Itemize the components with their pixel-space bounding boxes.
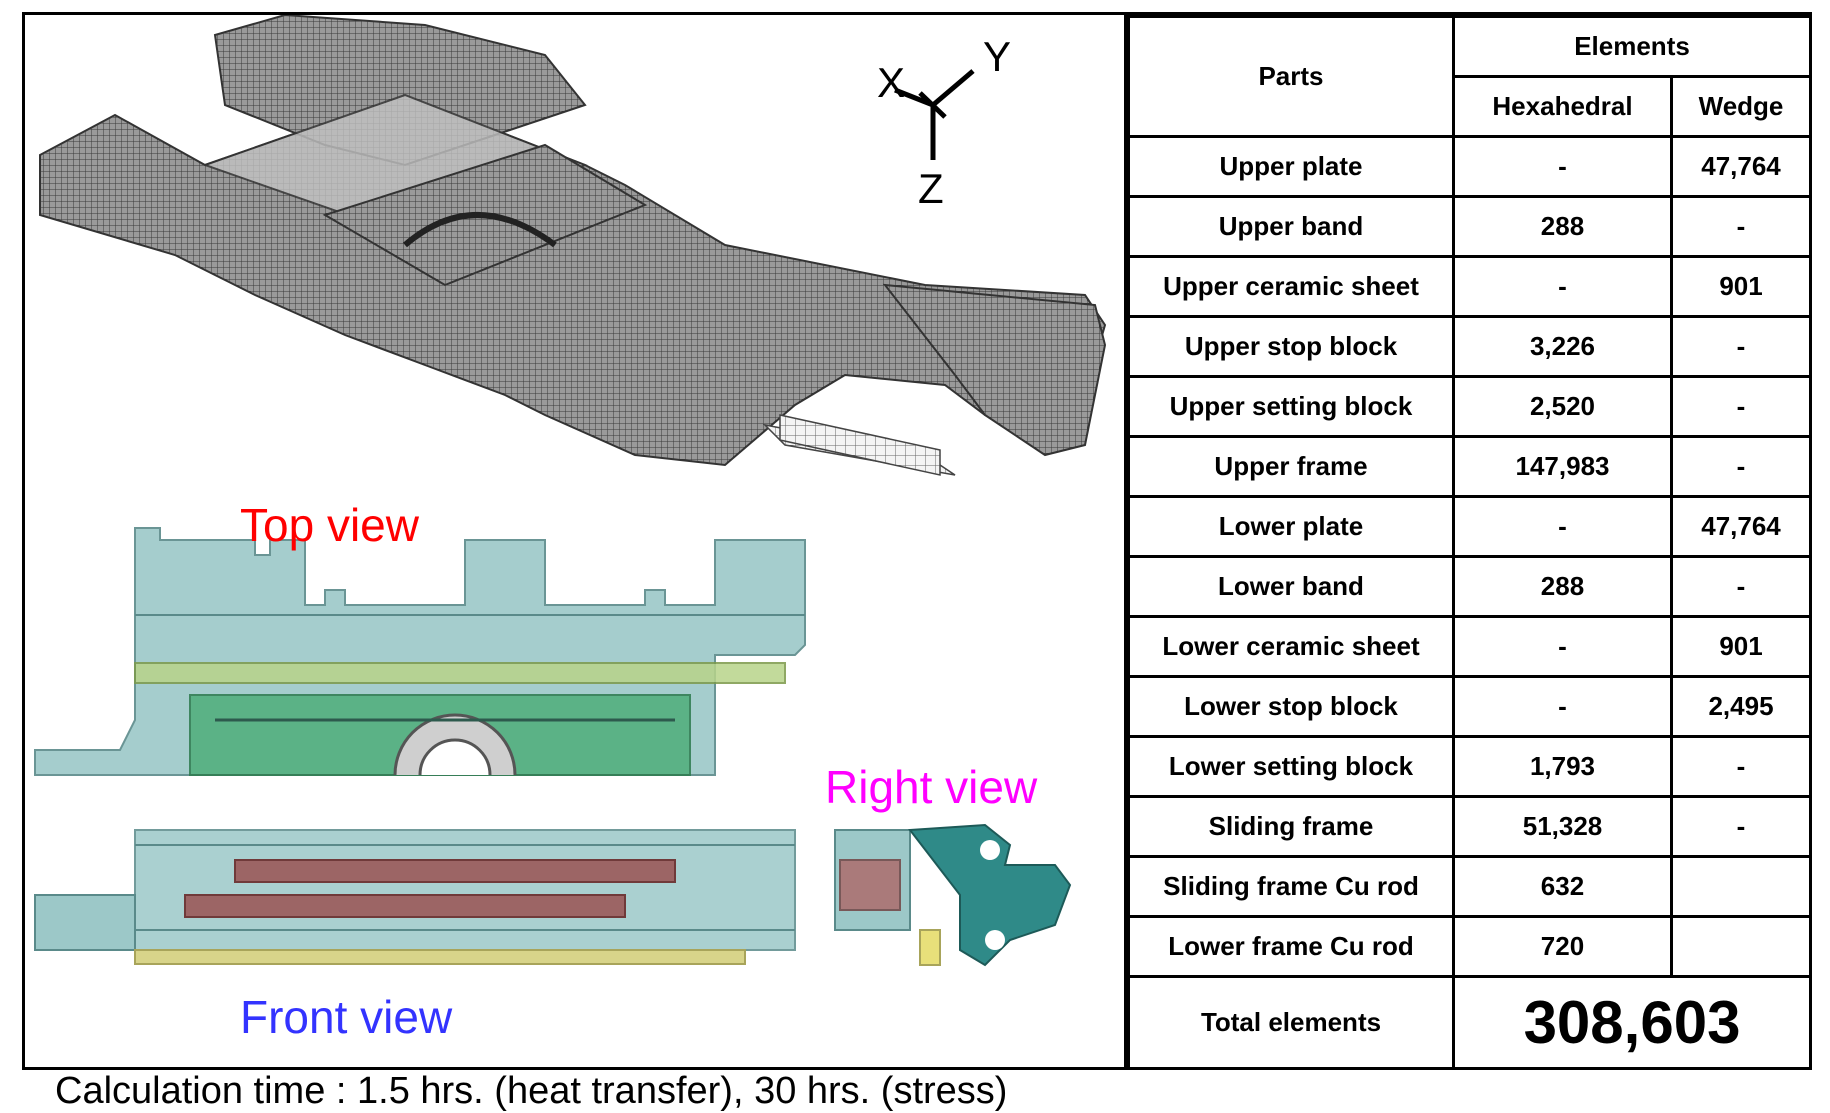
axis-x-label: X xyxy=(877,59,905,106)
header-hexahedral: Hexahedral xyxy=(1452,75,1673,138)
table-subheader-row: Hexahedral Wedge xyxy=(1129,75,1813,138)
part-name: Lower plate xyxy=(1127,495,1455,558)
table-row: Lower plate-47,764 xyxy=(1127,495,1813,558)
total-value: 308,603 xyxy=(1451,975,1813,1070)
wedge-count: - xyxy=(1669,375,1813,438)
wedge-count: 2,495 xyxy=(1669,675,1813,738)
model-views-panel: X Y Z xyxy=(25,15,1127,1067)
fe-mesh-model xyxy=(39,15,1107,476)
part-name: Lower frame Cu rod xyxy=(1127,915,1455,978)
hexa-count: 288 xyxy=(1452,555,1673,618)
wedge-count: 901 xyxy=(1669,615,1813,678)
part-name: Upper ceramic sheet xyxy=(1127,255,1455,318)
hexa-count: 1,793 xyxy=(1452,735,1673,798)
hexa-count: - xyxy=(1452,675,1673,738)
wedge-count: - xyxy=(1669,195,1813,258)
hexa-count: 288 xyxy=(1452,195,1673,258)
wedge-count xyxy=(1669,915,1813,978)
hexa-count: 720 xyxy=(1452,915,1673,978)
wedge-count: - xyxy=(1669,735,1813,798)
table-row: Lower ceramic sheet-901 xyxy=(1127,615,1813,678)
front-view-label: Front view xyxy=(240,991,453,1043)
elements-table-wrap: Parts Elements Hexahedral Wedge Upper pl… xyxy=(1127,15,1813,1070)
hexa-count: 632 xyxy=(1452,855,1673,918)
table-row: Upper ceramic sheet-901 xyxy=(1127,255,1813,318)
wedge-count xyxy=(1669,855,1813,918)
hexa-count: - xyxy=(1452,495,1673,558)
hexa-count: 2,520 xyxy=(1452,375,1673,438)
part-name: Sliding frame Cu rod xyxy=(1127,855,1455,918)
wedge-count: 47,764 xyxy=(1669,495,1813,558)
right-view-label: Right view xyxy=(825,761,1038,813)
part-name: Lower stop block xyxy=(1127,675,1455,738)
table-row: Upper plate-47,764 xyxy=(1127,135,1813,198)
wedge-count: - xyxy=(1669,315,1813,378)
part-name: Upper plate xyxy=(1127,135,1455,198)
top-view-drawing xyxy=(34,527,806,776)
table-row: Lower stop block-2,495 xyxy=(1127,675,1813,738)
part-name: Lower setting block xyxy=(1127,735,1455,798)
total-row: Total elements 308,603 xyxy=(1127,975,1813,1070)
hexa-count: - xyxy=(1452,255,1673,318)
wedge-count: 901 xyxy=(1669,255,1813,318)
axis-triad xyxy=(894,69,975,160)
elements-table: Parts Elements Hexahedral Wedge Upper pl… xyxy=(1127,15,1813,1070)
header-elements: Elements xyxy=(1451,15,1813,78)
table-header-row: Parts Elements xyxy=(1127,15,1813,138)
wedge-count: - xyxy=(1669,795,1813,858)
hexa-count: 147,983 xyxy=(1452,435,1673,498)
hexa-count: - xyxy=(1452,615,1673,678)
top-view-label: Top view xyxy=(240,499,419,551)
hexa-count: 3,226 xyxy=(1452,315,1673,378)
header-wedge: Wedge xyxy=(1669,75,1813,138)
total-label: Total elements xyxy=(1127,975,1455,1070)
axis-z-label: Z xyxy=(918,165,944,212)
axis-y-label: Y xyxy=(983,33,1011,80)
figure-frame: X Y Z xyxy=(22,12,1813,1070)
hexa-count: 51,328 xyxy=(1452,795,1673,858)
hexa-count: - xyxy=(1452,135,1673,198)
part-name: Sliding frame xyxy=(1127,795,1455,858)
part-name: Upper band xyxy=(1127,195,1455,258)
wedge-count: 47,764 xyxy=(1669,135,1813,198)
part-name: Upper setting block xyxy=(1127,375,1455,438)
model-drawing: X Y Z xyxy=(34,15,1107,967)
header-parts: Parts xyxy=(1127,15,1455,138)
part-name: Upper frame xyxy=(1127,435,1455,498)
wedge-count: - xyxy=(1669,435,1813,498)
part-name: Lower band xyxy=(1127,555,1455,618)
right-view-drawing xyxy=(834,823,1072,967)
part-name: Upper stop block xyxy=(1127,315,1455,378)
part-name: Lower ceramic sheet xyxy=(1127,615,1455,678)
calculation-time-caption: Calculation time : 1.5 hrs. (heat transf… xyxy=(55,1070,1008,1112)
front-view-drawing xyxy=(34,829,796,965)
wedge-count: - xyxy=(1669,555,1813,618)
